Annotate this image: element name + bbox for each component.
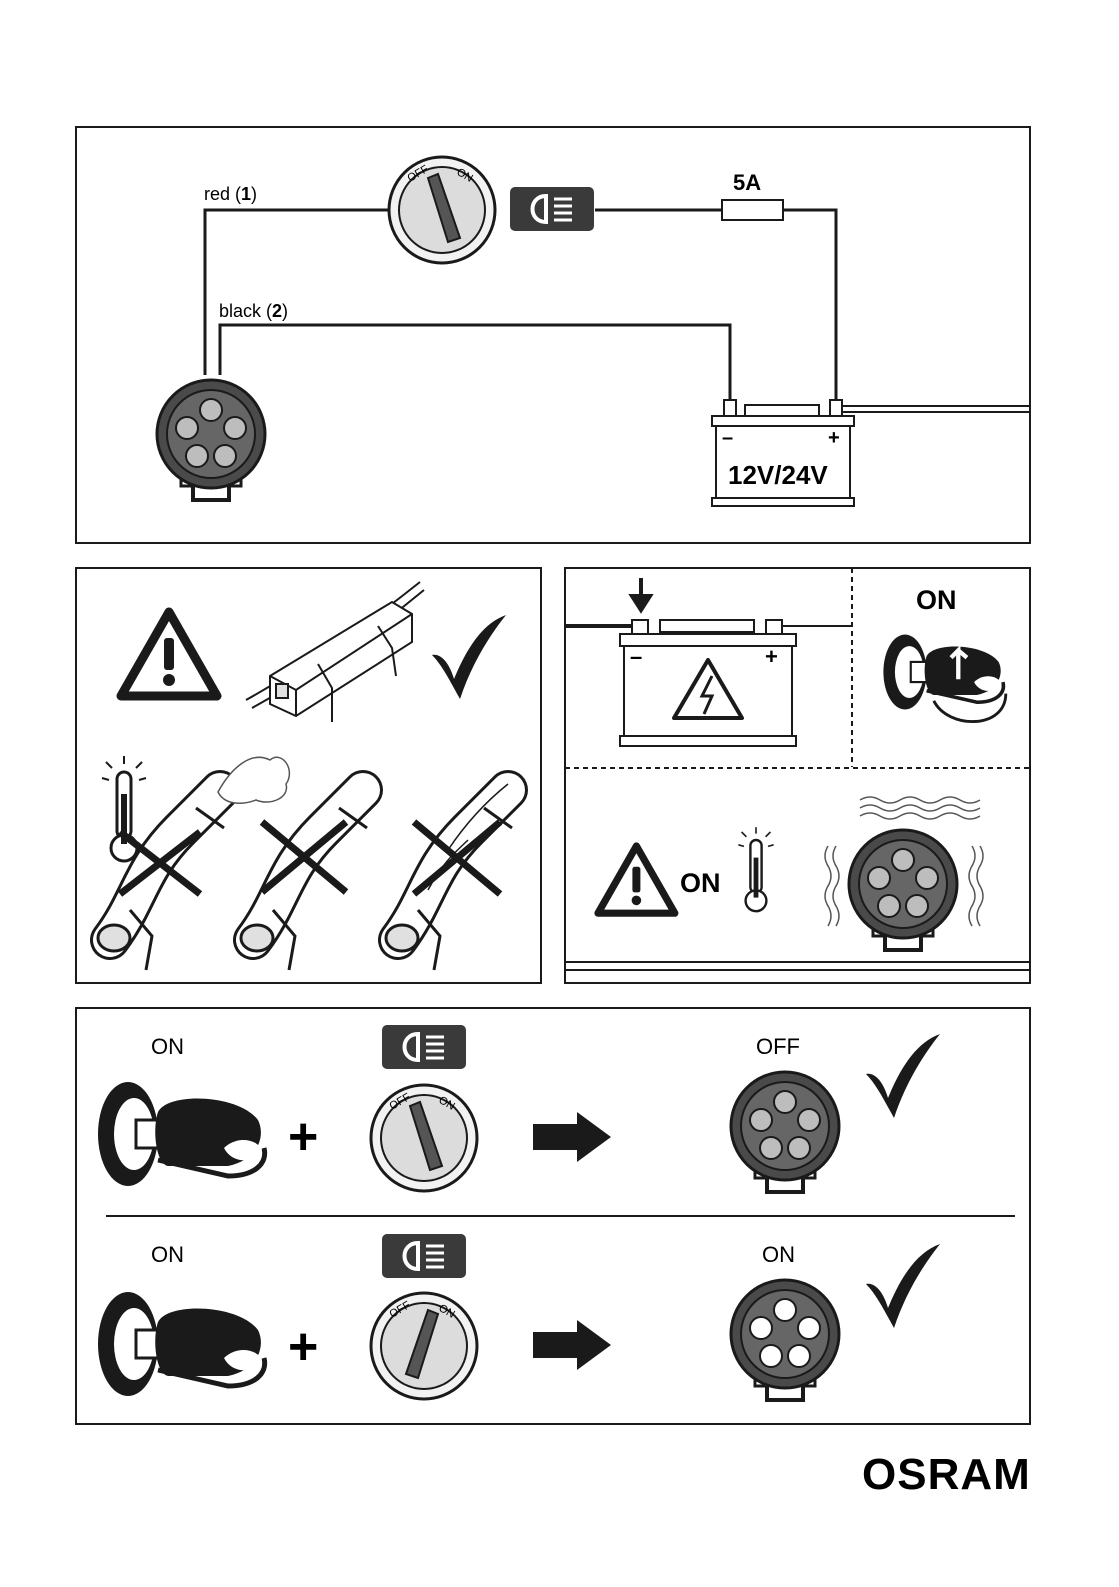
hose-vibration-icon [386,784,512,970]
black-wire [220,325,730,405]
row1-switch-off: OFF ON [371,1085,477,1191]
headlight-icon [510,187,594,231]
row2-plus: + [288,1318,318,1376]
row2-headlight-icon [382,1234,466,1278]
cable-tie-frame-icon [246,582,424,722]
red-wire-label: red (1) [204,184,257,204]
work-lamp-icon [157,380,265,500]
red-wire [205,210,390,375]
warning-triangle-icon [121,612,217,696]
battery-icon [712,400,854,506]
row1-lamp-state: OFF [756,1034,800,1059]
wire-fuse-positive [783,210,836,405]
thermometer2-icon [738,827,773,911]
cable-routing-panel [76,568,541,983]
osram-logo: OSRAM [862,1450,1031,1499]
row2-switch-on: OFF ON [371,1293,477,1399]
row1-arrow-icon [533,1112,611,1162]
battery-minus: – [722,427,733,449]
row1-plus: + [288,1108,318,1166]
row2-checkmark-icon [866,1244,940,1328]
fuse-icon [722,200,783,220]
car-key-icon [883,635,1005,722]
hose-tie-icon [241,790,367,970]
row2-lamp-state: ON [762,1242,795,1267]
row1-key-label: ON [151,1034,184,1059]
row2-key-label: ON [151,1242,184,1267]
hot-lamp-icon [849,830,957,950]
row1-checkmark-icon [866,1034,940,1118]
battery-plus: + [828,427,840,449]
battery-disconnect-icon [565,578,852,746]
black-wire-label: black (2) [219,301,288,321]
battery2-plus: + [765,644,778,669]
checkmark-icon [432,615,506,699]
row2-lamp-on-icon [731,1280,839,1400]
heat-warning-triangle-icon [598,846,675,913]
heat-warning-on-label: ON [680,868,721,898]
battery-voltage: 12V/24V [728,460,828,490]
battery2-minus: – [630,644,642,669]
row2-arrow-icon [533,1320,611,1370]
row2-key-icon [98,1292,265,1396]
row1-lamp-off-icon [731,1072,839,1192]
fuse-label: 5A [733,170,761,195]
rotary-switch: OFF ON [389,157,495,263]
row1-key-icon [98,1082,265,1186]
ignition-on-label: ON [916,585,957,615]
row1-headlight-icon [382,1025,466,1069]
